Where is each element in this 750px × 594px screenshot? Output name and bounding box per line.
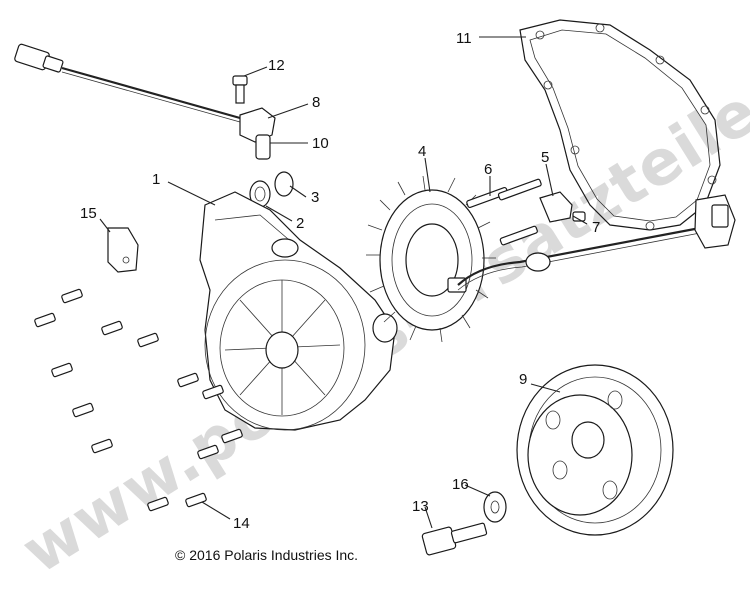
callout-2: 2: [296, 215, 304, 232]
callout-3: 3: [311, 189, 319, 206]
part-wire-clamp: [539, 191, 573, 223]
callout-10: 10: [312, 135, 329, 152]
part-stator: [366, 175, 496, 343]
callout-7: 7: [592, 219, 600, 236]
callout-11: 11: [456, 30, 472, 47]
callout-5: 5: [541, 149, 549, 166]
part-gasket: [519, 19, 721, 231]
callout-12: 12: [268, 57, 285, 74]
part-cover-bolts: [34, 288, 243, 512]
callout-1: 1: [152, 171, 160, 188]
part-bolt-12: [232, 75, 248, 104]
callout-9: 9: [519, 371, 527, 388]
part-harness-connector-left: [14, 43, 241, 123]
part-flywheel-bolt: [421, 522, 488, 556]
callout-13: 13: [412, 498, 429, 515]
copyright-text: © 2016 Polaris Industries Inc.: [175, 547, 358, 563]
callout-labels: 1 2 3 4 5 6 7 8 9 10 11 12 13 14 15 16: [80, 30, 600, 532]
part-stator-bolts: [466, 178, 542, 246]
callout-4: 4: [418, 143, 426, 160]
part-flywheel: [516, 364, 674, 536]
part-stator-cover: [199, 191, 398, 431]
callout-6: 6: [484, 161, 492, 178]
part-stator-wire: [457, 194, 736, 291]
part-speed-sensor: [239, 107, 276, 160]
leader-lines: [99, 36, 588, 529]
part-retaining-ring: [274, 171, 294, 197]
part-clip: [107, 227, 139, 273]
part-washer: [483, 491, 507, 523]
callout-8: 8: [312, 94, 320, 111]
callout-14: 14: [233, 515, 250, 532]
callout-16: 16: [452, 476, 469, 493]
callout-15: 15: [80, 205, 97, 222]
